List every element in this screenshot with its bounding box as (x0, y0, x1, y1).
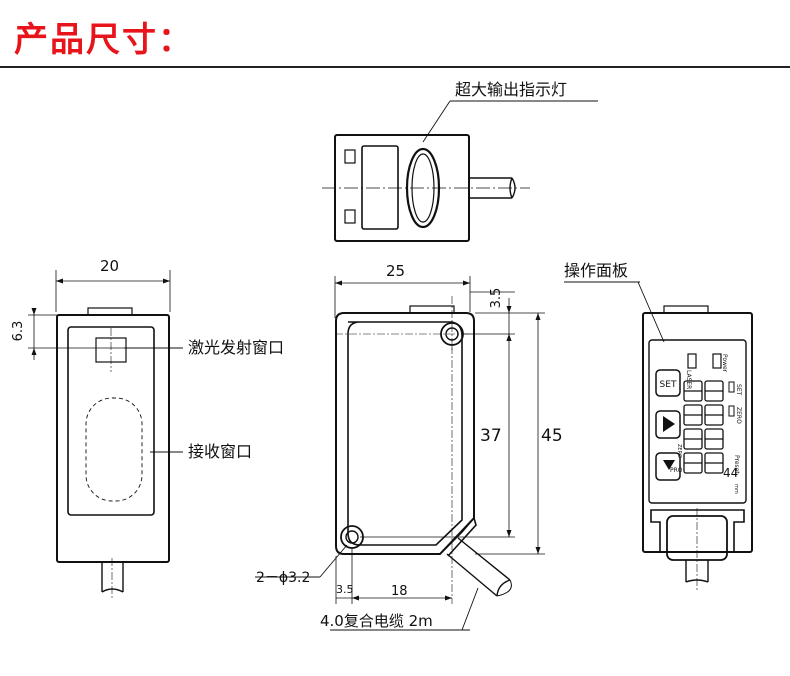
dim-bottom-span: 18 (391, 584, 408, 599)
output-indicator-leader (422, 100, 451, 143)
output-indicator-label: 超大输出指示灯 (455, 80, 567, 99)
front-view (255, 276, 545, 631)
title-divider (0, 66, 790, 68)
dim-top-offset: 3.5 (489, 288, 504, 309)
power-indicator-label: Power (721, 354, 728, 373)
display-value: 44 (723, 466, 738, 480)
panel-view (564, 281, 753, 590)
receive-window-label: 接收窗口 (188, 442, 252, 461)
set-button-label: SET (660, 380, 677, 390)
side-view (28, 270, 183, 600)
dim-bottom-left: 3.5 (336, 583, 354, 596)
laser-indicator-label: LASER (685, 370, 692, 389)
zero-side-label: ZERO (676, 444, 682, 458)
zero-indicator-label: ZERO (735, 407, 742, 424)
dim-height-total: 45 (541, 426, 563, 446)
operation-panel-label: 操作面板 (564, 261, 628, 280)
pro-label: PRO (670, 467, 683, 474)
dim-width-front: 25 (386, 262, 405, 280)
preset-label: Preset (733, 455, 740, 474)
hole-note-label: 2－ϕ3.2 (256, 570, 310, 586)
panel-digits (683, 380, 724, 474)
unit-label: mm (733, 484, 739, 494)
page-title: 产品尺寸： (14, 20, 194, 60)
dim-width-side: 20 (100, 257, 119, 275)
set-indicator-label: SET (735, 384, 742, 396)
receive-window-outline (85, 397, 143, 502)
dim-left-offset: 6.3 (11, 321, 26, 342)
cable-note-label: 4.0复合电缆 2m (320, 612, 433, 630)
dim-height-inner: 37 (480, 426, 502, 446)
top-view (322, 100, 598, 242)
laser-window-label: 激光发射窗口 (188, 338, 284, 357)
